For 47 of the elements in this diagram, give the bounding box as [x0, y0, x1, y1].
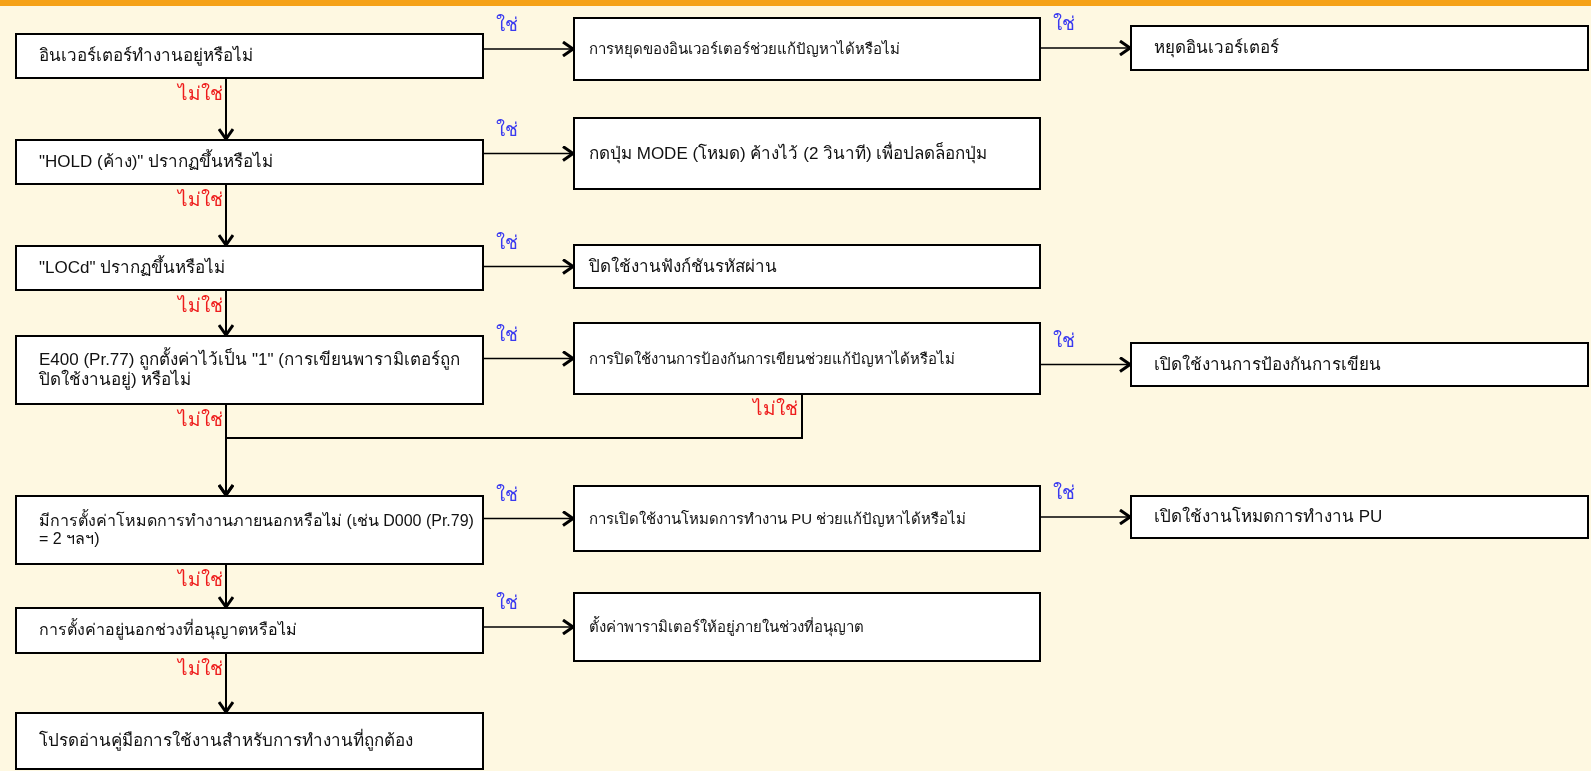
edge-label: ไม่ใช่ — [178, 659, 223, 678]
action-box: เปิดใช้งานโหมดการทำงาน PU — [1130, 495, 1589, 539]
arrow — [217, 653, 235, 714]
decision-box: การหยุดของอินเวอร์เตอร์ช่วยแก้ปัญหาได้หรือไม่ — [573, 17, 1041, 81]
arrow — [1040, 508, 1132, 526]
edge-label: ใช่ — [1053, 483, 1075, 502]
decision-box: ตั้งค่าพารามิเตอร์ให้อยู่ภายในช่วงที่อนุญาต — [573, 592, 1041, 662]
decision-box: การปิดใช้งานการป้องกันการเขียนช่วยแก้ปัญหาได้หรือไม่ — [573, 322, 1041, 395]
edge-label: ไม่ใช่ — [178, 84, 223, 103]
edge-label: ใช่ — [1053, 330, 1075, 350]
arrow — [483, 258, 575, 275]
arrow — [217, 290, 235, 337]
edge-label: ไม่ใช่ — [753, 399, 798, 418]
decision-box: อินเวอร์เตอร์ทำงานอยู่หรือไม่ — [15, 33, 484, 79]
edge-label: ไม่ใช่ — [178, 570, 223, 589]
arrow — [1040, 356, 1132, 373]
arrow — [483, 40, 575, 58]
arrow — [483, 618, 575, 636]
action-box: หยุดอินเวอร์เตอร์ — [1130, 25, 1589, 71]
decision-box: ปิดใช้งานฟังก์ชันรหัสผ่าน — [573, 244, 1041, 289]
decision-box: การตั้งค่าอยู่นอกช่วงที่อนุญาตหรือไม่ — [15, 607, 484, 654]
decision-box: มีการตั้งค่าโหมดการทำงานภายนอกหรือไม่ (เช่น D000 (Pr.79) = 2 ฯลฯ) — [15, 495, 484, 565]
edge-label: ใช่ — [496, 119, 518, 139]
arrow — [483, 350, 575, 367]
decision-box: E400 (Pr.77) ถูกตั้งค่าไว้เป็น "1" (การเขียนพารามิเตอร์ถูกปิดใช้งานอยู่) หรือไม่ — [15, 335, 484, 405]
arrow — [217, 564, 235, 609]
edge-label: ใช่ — [496, 232, 518, 252]
decision-box: กดปุ่ม MODE (โหมด) ค้างไว้ (2 วินาที) เพื่อปลดล็อกปุ่ม — [573, 117, 1041, 190]
edge-label: ใช่ — [496, 15, 518, 34]
decision-box: "HOLD (ค้าง)" ปรากฏขึ้นหรือไม่ — [15, 139, 484, 185]
arrow — [483, 145, 575, 162]
edge-label: ใช่ — [496, 324, 518, 344]
arrow — [217, 78, 235, 141]
action-box: โปรดอ่านคู่มือการใช้งานสำหรับการทำงานที่ถูกต้อง — [15, 712, 484, 770]
decision-box: การเปิดใช้งานโหมดการทำงาน PU ช่วยแก้ปัญหาได้หรือไม่ — [573, 485, 1041, 552]
arrow — [217, 184, 235, 247]
edge-label: ใช่ — [496, 593, 518, 612]
edge-label: ใช่ — [496, 484, 518, 504]
arrow — [217, 394, 803, 497]
arrow — [1040, 39, 1132, 57]
decision-box: "LOCd" ปรากฏขึ้นหรือไม่ — [15, 245, 484, 291]
edge-label: ใช่ — [1053, 14, 1075, 33]
edge-label: ไม่ใช่ — [178, 296, 223, 315]
action-box: เปิดใช้งานการป้องกันการเขียน — [1130, 342, 1589, 387]
edge-label: ไม่ใช่ — [178, 410, 223, 429]
arrow — [483, 510, 575, 527]
edge-label: ไม่ใช่ — [178, 190, 223, 209]
